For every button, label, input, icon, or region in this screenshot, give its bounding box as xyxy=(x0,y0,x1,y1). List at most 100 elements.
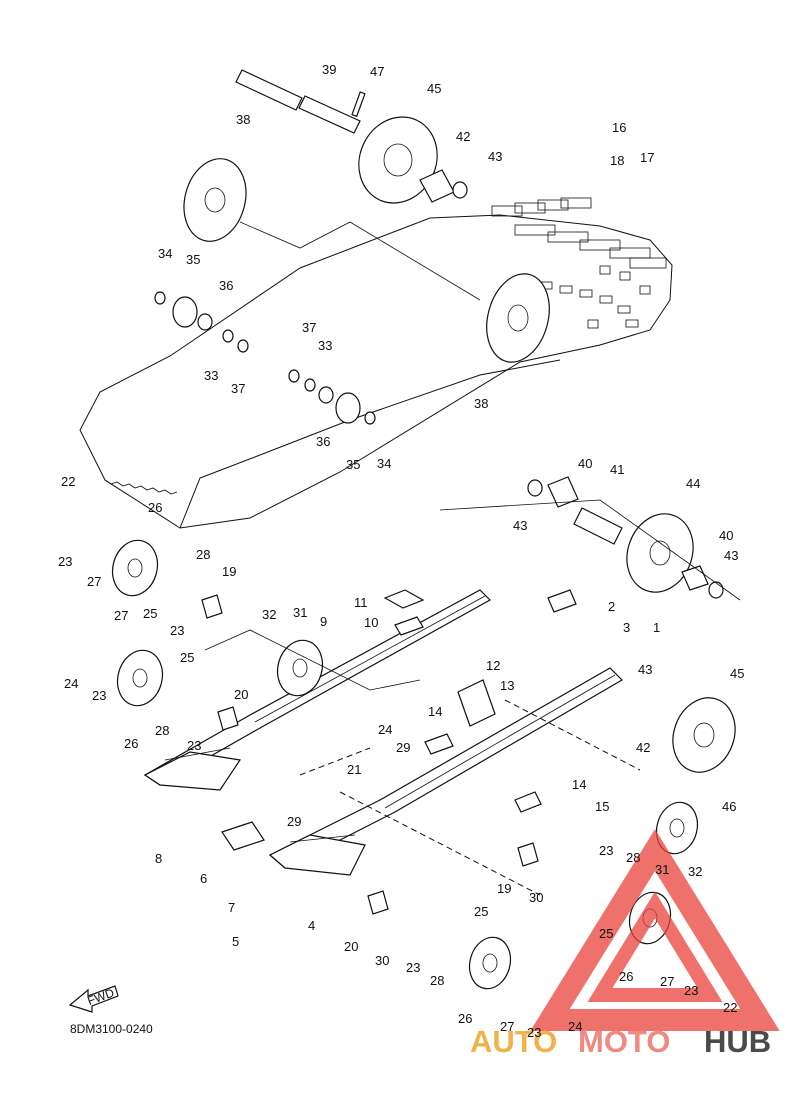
callout-23: 23 xyxy=(58,554,72,569)
callout-40: 40 xyxy=(719,528,733,543)
callout-44: 44 xyxy=(686,476,700,491)
callout-38: 38 xyxy=(236,112,250,127)
callout-18: 18 xyxy=(610,153,624,168)
callout-23: 23 xyxy=(406,960,420,975)
callout-13: 13 xyxy=(500,678,514,693)
callout-20: 20 xyxy=(344,939,358,954)
callout-45: 45 xyxy=(427,81,441,96)
callout-28: 28 xyxy=(430,973,444,988)
callout-43: 43 xyxy=(488,149,502,164)
rear-idler-assembly xyxy=(527,476,724,599)
callout-20: 20 xyxy=(234,687,248,702)
callout-28: 28 xyxy=(196,547,210,562)
callout-23: 23 xyxy=(170,623,184,638)
callout-11: 11 xyxy=(354,595,368,610)
callout-29: 29 xyxy=(396,740,410,755)
callout-26: 26 xyxy=(124,736,138,751)
callout-23: 23 xyxy=(684,983,698,998)
callout-42: 42 xyxy=(456,129,470,144)
callout-32: 32 xyxy=(688,864,702,879)
callout-25: 25 xyxy=(143,606,157,621)
callout-45: 45 xyxy=(730,666,744,681)
left-slide-rail xyxy=(143,589,491,791)
callout-22: 22 xyxy=(61,474,75,489)
callout-24: 24 xyxy=(378,722,392,737)
diagram-code: 8DM3100-0240 xyxy=(70,1022,153,1036)
callout-30: 30 xyxy=(375,953,389,968)
callout-40: 40 xyxy=(578,456,592,471)
callout-31: 31 xyxy=(655,862,669,877)
callout-23: 23 xyxy=(527,1025,541,1040)
callout-8: 8 xyxy=(155,851,162,866)
callout-24: 24 xyxy=(64,676,78,691)
bearing-set-left xyxy=(154,291,376,425)
bogie-wheels xyxy=(111,539,736,990)
callout-38: 38 xyxy=(474,396,488,411)
callout-43: 43 xyxy=(638,662,652,677)
callout-19: 19 xyxy=(497,881,511,896)
callout-25: 25 xyxy=(180,650,194,665)
callout-33: 33 xyxy=(318,338,332,353)
upper-shaft-assembly xyxy=(183,69,550,363)
callout-3: 3 xyxy=(623,620,630,635)
callout-25: 25 xyxy=(599,926,613,941)
callout-35: 35 xyxy=(186,252,200,267)
callout-24: 24 xyxy=(568,1019,582,1034)
callout-27: 27 xyxy=(660,974,674,989)
assembly-leaders xyxy=(204,499,741,896)
callout-7: 7 xyxy=(228,900,235,915)
callout-36: 36 xyxy=(316,434,330,449)
callout-26: 26 xyxy=(148,500,162,515)
callout-37: 37 xyxy=(302,320,316,335)
callout-16: 16 xyxy=(612,120,626,135)
callout-31: 31 xyxy=(293,605,307,620)
callout-41: 41 xyxy=(610,462,624,477)
callout-23: 23 xyxy=(599,843,613,858)
callout-33: 33 xyxy=(204,368,218,383)
callout-4: 4 xyxy=(308,918,315,933)
callout-19: 19 xyxy=(222,564,236,579)
watermark-auto: AUTO xyxy=(470,1024,557,1059)
callout-2: 2 xyxy=(608,599,615,614)
callout-47: 47 xyxy=(370,64,384,79)
callout-35: 35 xyxy=(346,457,360,472)
callout-1: 1 xyxy=(653,620,660,635)
callout-43: 43 xyxy=(513,518,527,533)
callout-14: 14 xyxy=(572,777,586,792)
callout-46: 46 xyxy=(722,799,736,814)
callout-28: 28 xyxy=(626,850,640,865)
callout-10: 10 xyxy=(364,615,378,630)
callout-32: 32 xyxy=(262,607,276,622)
callout-22: 22 xyxy=(723,1000,737,1015)
watermark-logo: AUTO MOTO HUB xyxy=(470,829,780,1059)
callout-29: 29 xyxy=(287,814,301,829)
callout-36: 36 xyxy=(219,278,233,293)
fwd-arrow: FWD xyxy=(68,985,119,1013)
callout-27: 27 xyxy=(114,608,128,623)
callout-39: 39 xyxy=(322,62,336,77)
callout-28: 28 xyxy=(155,723,169,738)
callout-9: 9 xyxy=(320,614,327,629)
callout-27: 27 xyxy=(500,1019,514,1034)
callout-15: 15 xyxy=(595,799,609,814)
callout-34: 34 xyxy=(377,456,391,471)
callout-21: 21 xyxy=(347,762,361,777)
callout-30: 30 xyxy=(529,890,543,905)
callout-34: 34 xyxy=(158,246,172,261)
callout-23: 23 xyxy=(92,688,106,703)
callout-26: 26 xyxy=(458,1011,472,1026)
callout-43: 43 xyxy=(724,548,738,563)
callout-14: 14 xyxy=(428,704,442,719)
callout-37: 37 xyxy=(231,381,245,396)
watermark-moto: MOTO xyxy=(578,1024,670,1059)
callout-26: 26 xyxy=(619,969,633,984)
right-slide-rail xyxy=(268,667,623,876)
callout-25: 25 xyxy=(474,904,488,919)
callout-5: 5 xyxy=(232,934,239,949)
watermark-hub: HUB xyxy=(704,1024,771,1059)
callout-42: 42 xyxy=(636,740,650,755)
callout-23: 23 xyxy=(187,738,201,753)
